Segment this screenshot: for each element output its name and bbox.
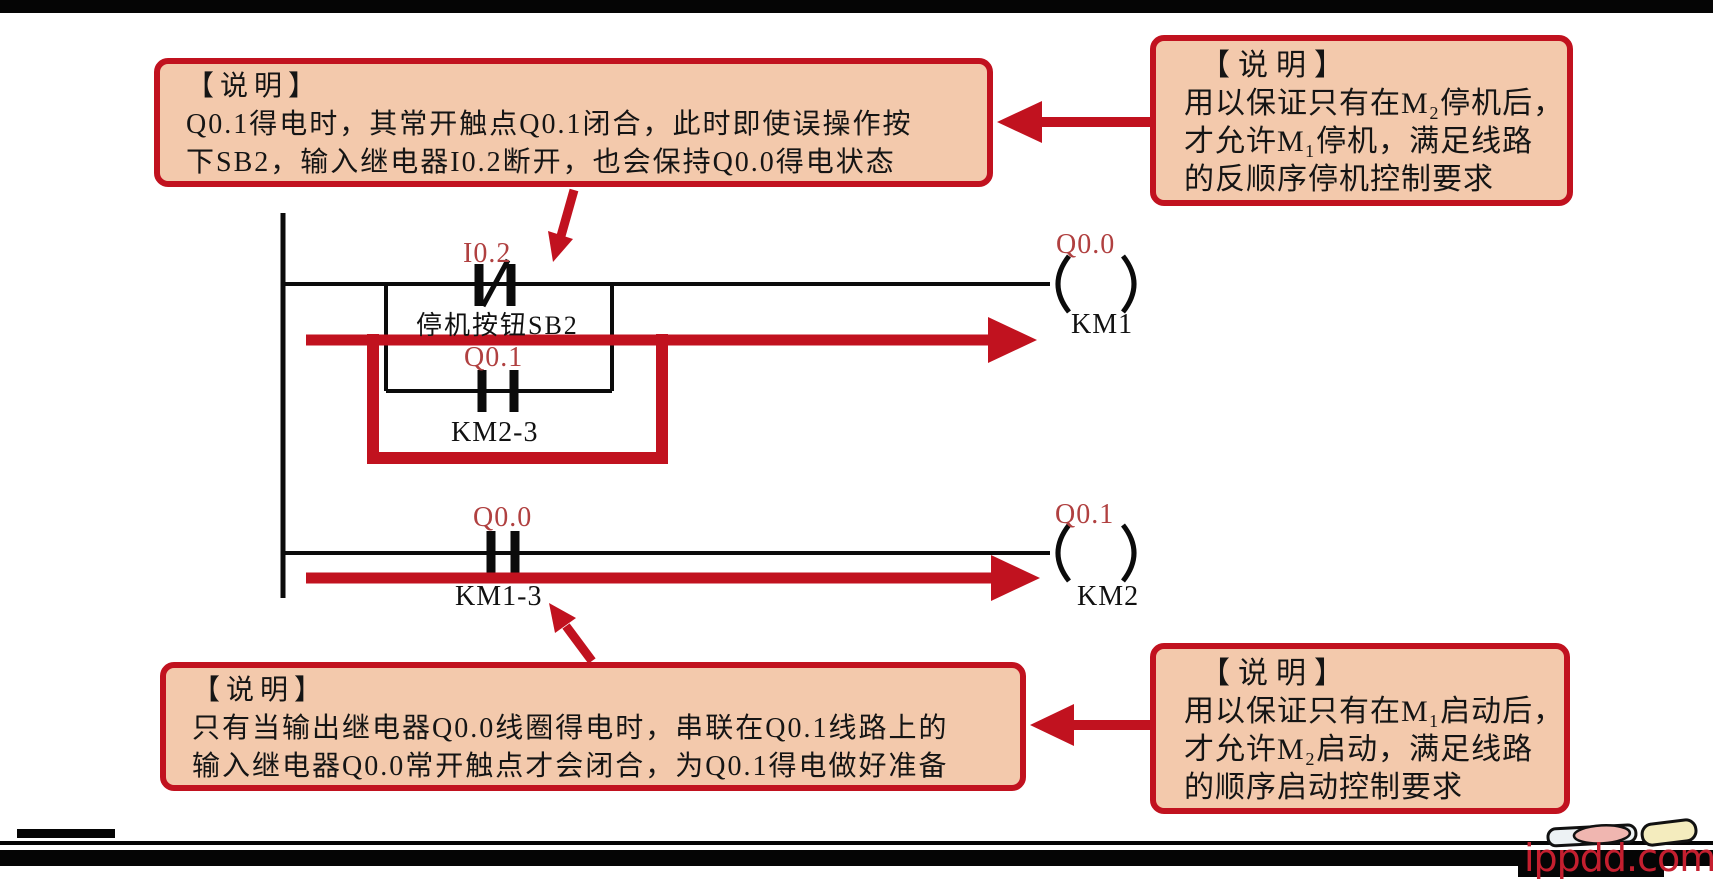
- callout-line: 下SB2，输入继电器I0.2断开，也会保持Q0.0得电状态: [186, 147, 896, 178]
- callout4-pointer-arrowhead-icon: [549, 603, 576, 633]
- rung2-highlight-arrowhead-icon: [991, 555, 1040, 601]
- red-annotations: [306, 101, 1150, 746]
- rung1-highlight-arrowhead-icon: [988, 317, 1037, 363]
- callout-bottom-right: 【说明】 用以保证只有在M₁启动后， 才允许M₂启动，满足线路 的顺序启动控制要…: [1150, 643, 1570, 814]
- ladder-wires: [280, 213, 1137, 598]
- coil-q00-label: KM1: [1071, 309, 1134, 340]
- callout-top-left: 【说明】 Q0.1得电时，其常开触点Q0.1闭合，此时即使误操作按 下SB2，输…: [154, 58, 993, 187]
- contact-i02-label: 停机按钮SB2: [416, 311, 579, 340]
- contact-q00-bars: [486, 531, 520, 574]
- contact-q01-label: KM2-3: [451, 417, 539, 448]
- callout-top-right: 【说明】 用以保证只有在M₂停机后， 才允许M₁停机，满足线路 的反顺序停机控制…: [1150, 35, 1573, 206]
- coil-q00-left-paren: [1055, 254, 1072, 314]
- callout-line: 用以保证只有在M₁启动后，: [1184, 695, 1565, 728]
- callout-line: 用以保证只有在M₂停机后，: [1184, 87, 1565, 120]
- contact-q00-label: KM1-3: [455, 581, 543, 612]
- callout-line: 才允许M₁停机，满足线路: [1184, 125, 1534, 158]
- contact-i02-address: I0.2: [463, 238, 512, 269]
- callout1-pointer-line: [556, 188, 579, 238]
- contact-q00-address: Q0.0: [473, 502, 533, 533]
- callout-title: 【说明】: [1200, 49, 1352, 82]
- coil-q01-address: Q0.1: [1055, 499, 1115, 530]
- callout2-pointer-arrowhead-icon: [997, 101, 1042, 143]
- callout1-pointer-arrowhead-icon: [548, 231, 573, 262]
- coil-q01-label: KM2: [1077, 581, 1140, 612]
- coil-q00-right-paren: [1120, 254, 1137, 314]
- callout-line: 的顺序启动控制要求: [1184, 771, 1463, 804]
- contact-q01-address: Q0.1: [464, 342, 524, 373]
- bottom-thin-rule: [0, 841, 1713, 845]
- callout4-pointer-line: [562, 623, 596, 664]
- bottom-right-black-patch: [1518, 864, 1664, 877]
- bottom-border-bar: [0, 850, 1713, 866]
- coil-q00-address: Q0.0: [1056, 229, 1116, 260]
- coil-q01-right-paren: [1120, 523, 1137, 583]
- callout-title: 【说明】: [192, 675, 329, 706]
- bottom-left-tick-bar: [17, 829, 115, 838]
- callout-title: 【说明】: [1200, 657, 1352, 690]
- top-border-bar: [0, 0, 1713, 13]
- callout-line: 输入继电器Q0.0常开触点才会闭合，为Q0.1得电做好准备: [192, 751, 949, 782]
- callout-line: 只有当输出继电器Q0.0线圈得电时，串联在Q0.1线路上的: [192, 713, 949, 744]
- coil-q01-left-paren: [1055, 523, 1072, 583]
- callout3-pointer-arrowhead-icon: [1030, 704, 1074, 746]
- callout-title: 【说明】: [186, 71, 323, 102]
- contact-q01-bars: [477, 370, 519, 412]
- callout-bottom-left: 【说明】 只有当输出继电器Q0.0线圈得电时，串联在Q0.1线路上的 输入继电器…: [160, 662, 1026, 791]
- watermark-text: ippdd.com: [1524, 836, 1713, 879]
- callout-line: 的反顺序停机控制要求: [1184, 163, 1494, 196]
- callout-line: 才允许M₂启动，满足线路: [1184, 733, 1534, 766]
- contact-i02-bars: [474, 264, 516, 306]
- callout-line: Q0.1得电时，其常开触点Q0.1闭合，此时即使误操作按: [186, 109, 913, 140]
